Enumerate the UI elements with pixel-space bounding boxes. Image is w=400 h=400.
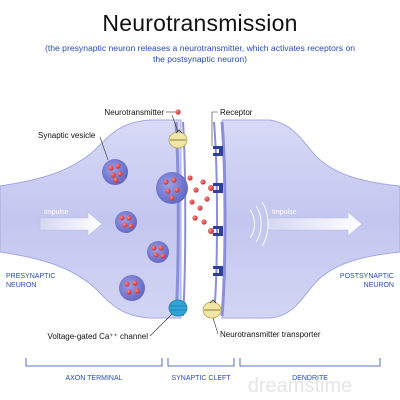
region-axon-terminal: AXON TERMINAL [65,375,122,382]
region-dendrite: DENDRITE [292,375,328,382]
callout-lines [99,111,219,337]
postsynaptic-membrane-inner [220,121,227,317]
neurotransmitter-transporter [202,299,222,319]
synaptic-vesicle [102,159,128,185]
synaptic-vesicle [119,275,145,301]
label-calcium-channel: Voltage-gated Ca⁺⁺ channel [47,332,148,341]
receptor [213,146,223,156]
page-subtitle: (the presynaptic neuron releases a neuro… [44,43,355,64]
region-brackets [25,358,381,367]
label-neurotransmitter: Neurotransmitter [104,108,164,117]
impulse-label-left: Impulse [44,209,69,216]
neurotransmitter-legend-dot [175,109,181,115]
synaptic-vesicle [115,211,137,233]
impulse-arrow-right [249,201,363,247]
receptor [208,226,223,236]
fusing-vesicle [156,172,188,204]
label-synaptic-vesicle: Synaptic vesicle [38,131,96,140]
calcium-channel [168,299,188,317]
impulse-arrow-left [39,211,103,237]
label-receptor: Receptor [220,108,253,117]
label-postsynaptic-neuron: NEURON [364,282,394,289]
postsynaptic-membrane [213,121,218,317]
receptor [208,183,223,193]
watermark: dreamstime [248,375,352,397]
presynaptic-membrane-outer [182,121,187,317]
page-title: Neurotransmission [102,10,298,36]
region-synaptic-cleft: SYNAPTIC CLEFT [171,375,231,382]
label-presynaptic-neuron: NEURON [6,282,36,289]
impulse-label-right: Impulse [272,209,297,216]
label-presynaptic: PRESYNAPTIC [6,273,55,280]
label-postsynaptic: POSTSYNAPTIC [340,273,394,280]
receptor [213,266,223,276]
synaptic-vesicle [147,241,169,263]
label-transporter: Neurotransmitter transporter [220,330,321,339]
neurotransmitter-transporter [168,129,188,149]
released-neurotransmitters [187,175,210,225]
